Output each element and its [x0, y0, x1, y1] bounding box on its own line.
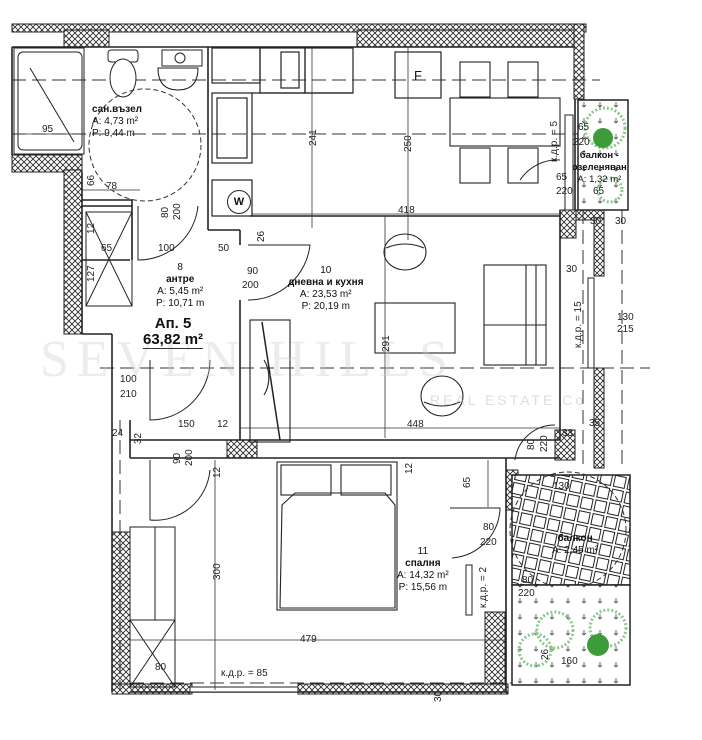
washer-icon: W	[227, 190, 251, 214]
bed	[276, 461, 398, 611]
apartment-title: Ап. 5	[154, 315, 192, 332]
dim-12a: 12	[86, 222, 97, 234]
dim-33: 33	[562, 428, 574, 439]
dim-220b: 220	[539, 435, 550, 452]
window-label-kdp2: к.д.р. = 2	[478, 566, 489, 608]
walls	[11, 23, 605, 695]
dim-30d: 30	[566, 264, 578, 275]
dim-100a: 100	[158, 243, 175, 254]
dim-95: 95	[42, 124, 54, 135]
apartment-area: 63,82 m²	[143, 331, 204, 349]
dim-65a: 65	[101, 243, 113, 254]
dim-80a: 80	[160, 206, 171, 218]
dim-100b: 100	[120, 374, 137, 385]
dim-241: 241	[308, 129, 319, 146]
dim-90a: 90	[247, 266, 259, 277]
sink	[157, 49, 203, 91]
hall-cabinet	[85, 211, 133, 307]
dim-12d: 12	[404, 462, 415, 474]
dim-200a: 200	[172, 203, 183, 220]
dim-250: 250	[403, 135, 414, 152]
dim-220c: 220	[573, 137, 590, 148]
room-bedroom: 11 спалня A: 14,32 m² P: 15,56 m	[397, 546, 449, 593]
dim-80e: 80	[522, 575, 534, 586]
dim-30a: 30	[433, 690, 444, 702]
dim-30c: 30	[615, 216, 627, 227]
dim-210: 210	[120, 389, 137, 400]
dim-65e: 65	[593, 186, 605, 197]
dim-65b: 65	[462, 476, 473, 488]
dim-200c: 200	[184, 449, 195, 466]
dim-35: 35	[589, 418, 601, 429]
apartment-summary: Ап. 5 63,82 m²	[143, 315, 204, 349]
dim-12c: 12	[212, 466, 223, 478]
room-green-balcony: балкон - озеленяван A: 1,32 m²	[572, 150, 627, 185]
dim-90b: 90	[172, 452, 183, 464]
dim-30b: 30	[590, 216, 602, 227]
dim-78: 78	[106, 181, 118, 192]
dim-418: 418	[398, 205, 415, 216]
dim-160: 160	[561, 656, 578, 667]
dim-479: 479	[300, 634, 317, 645]
dim-200b: 200	[242, 280, 259, 291]
dim-24: 24	[112, 428, 124, 439]
green-balcony-area	[577, 99, 629, 211]
room-bathroom: сан.възел A: 4,73 m² P: 9,44 m	[92, 104, 143, 139]
dim-26: 26	[256, 230, 267, 242]
dim-220d: 220	[556, 186, 573, 197]
dim-32: 32	[133, 432, 144, 444]
axis-lines	[12, 79, 650, 690]
dim-291: 291	[381, 335, 392, 352]
dim-300: 300	[212, 563, 223, 580]
living-furniture	[249, 233, 547, 443]
fridge-symbol: F	[414, 67, 422, 83]
windows	[189, 114, 595, 693]
dim-127: 127	[86, 265, 97, 282]
dim-50: 50	[218, 243, 230, 254]
dim-130: 130	[617, 312, 634, 323]
bathtub	[13, 47, 85, 155]
dim-66: 66	[86, 174, 97, 186]
doors	[137, 159, 561, 559]
window-label-kdp5: к.д.р. = 5	[549, 120, 560, 162]
turning-circle	[88, 88, 202, 202]
wardrobe	[129, 526, 176, 688]
dim-220a: 220	[480, 537, 497, 548]
toilet	[107, 49, 139, 98]
dim-26b: 26	[540, 648, 551, 660]
kitchen-counter	[211, 47, 442, 217]
dim-150: 150	[178, 419, 195, 430]
dimension-lines	[14, 47, 560, 690]
dim-80b: 80	[155, 662, 167, 673]
dim-12b: 12	[217, 419, 229, 430]
dim-215: 215	[617, 324, 634, 335]
dim-80c: 80	[483, 522, 495, 533]
room-hall: 8 антре A: 5,45 m² P: 10,71 m	[156, 262, 205, 309]
dim-65c: 65	[578, 122, 590, 133]
dim-448: 448	[407, 419, 424, 430]
dim-80d: 80	[526, 438, 537, 450]
dim-130b: 130	[553, 481, 570, 492]
window-label-kdp85: к.д.р. = 85	[221, 668, 268, 679]
room-balcony: балкон A: 2,45 m²	[552, 533, 599, 556]
balcony-area	[509, 471, 631, 686]
dining-set	[449, 61, 561, 184]
watermark-sub: REAL ESTATE Co	[430, 392, 587, 408]
watermark-brand: SEVEN HILLS	[40, 331, 456, 388]
dim-65d: 65	[556, 172, 568, 183]
room-living-kitchen: 10 дневна и кухня A: 23,53 m² P: 20,19 m	[288, 265, 364, 312]
dim-220e: 220	[518, 588, 535, 599]
window-label-kdp15: к.д.р. = 15	[573, 301, 584, 348]
